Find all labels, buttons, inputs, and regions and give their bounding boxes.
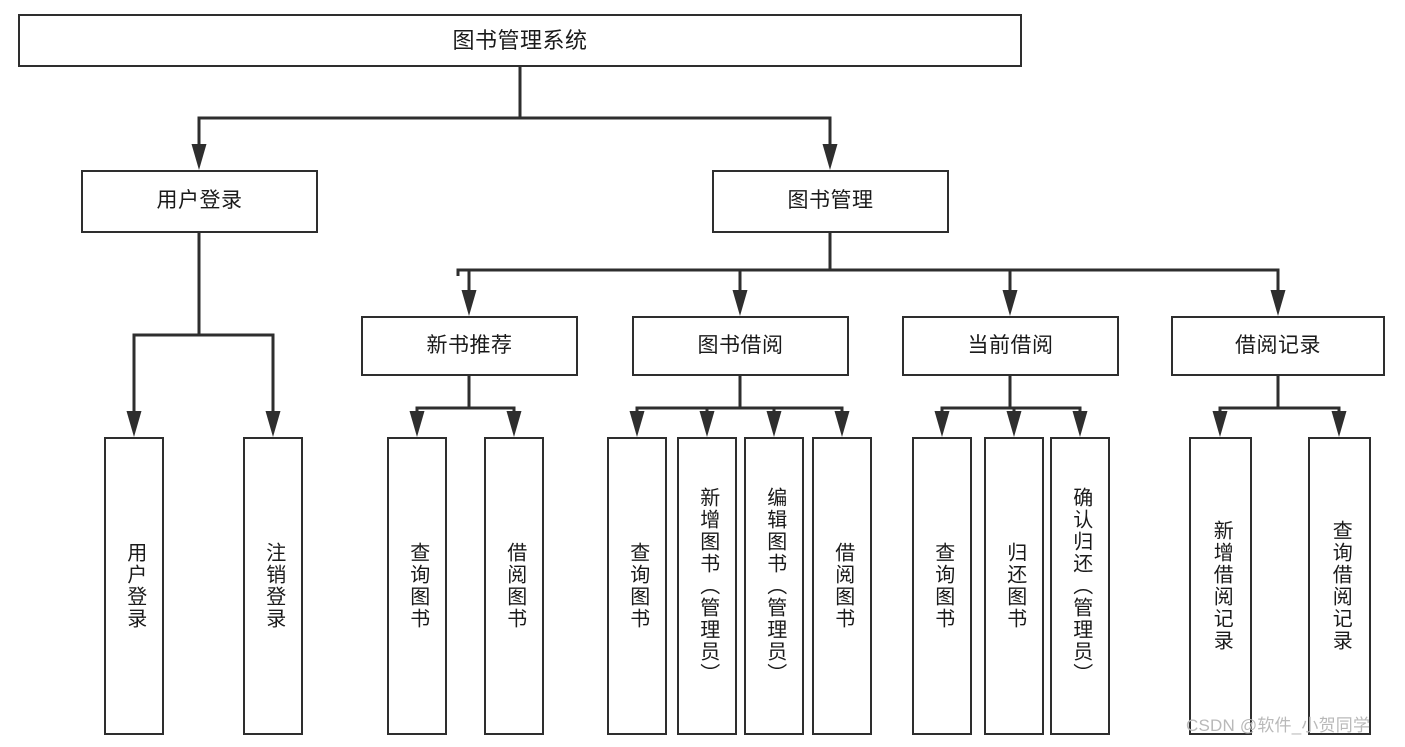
- node-borrow-record: 借阅记录: [1171, 316, 1385, 376]
- node-label-leaf-book-add: 新增图书（管理员）: [696, 487, 719, 685]
- node-label-leaf-rec-add: 新增借阅记录: [1210, 520, 1233, 652]
- arrow-head-arrow-leaf-rec-borrow: [506, 411, 522, 437]
- arrow-head-arrow-leaf-bq: [629, 411, 645, 437]
- arrow-head-arrow-leaf-radd: [1212, 411, 1228, 437]
- arrow-head-arrow-new-book-rec: [461, 290, 477, 316]
- arrow-head-arrow-book-borrow: [732, 290, 748, 316]
- arrow-head-arrow-user-login: [191, 144, 207, 170]
- node-label-current-borrow: 当前借阅: [967, 333, 1054, 357]
- node-leaf-borrow-query: 查询图书: [607, 437, 667, 735]
- arrow-head-arrow-leaf-badd: [699, 411, 715, 437]
- node-label-leaf-user-login: 用户登录: [123, 542, 146, 630]
- node-label-book-manage: 图书管理: [787, 189, 874, 213]
- node-label-leaf-cur-query: 查询图书: [931, 542, 954, 630]
- node-label-leaf-rec-query: 查询图书: [406, 542, 429, 630]
- arrow-head-arrow-book-manage: [822, 144, 838, 170]
- node-label-leaf-rec-search: 查询借阅记录: [1329, 520, 1352, 652]
- node-label-user-login: 用户登录: [156, 189, 243, 213]
- node-book-borrow: 图书借阅: [632, 316, 849, 376]
- node-leaf-rec-borrow: 借阅图书: [484, 437, 544, 735]
- node-book-manage: 图书管理: [712, 170, 949, 233]
- node-root: 图书管理系统: [18, 14, 1022, 67]
- node-leaf-cur-query: 查询图书: [912, 437, 972, 735]
- node-label-leaf-rec-borrow: 借阅图书: [503, 542, 526, 630]
- node-label-leaf-cur-return: 归还图书: [1003, 542, 1026, 630]
- node-leaf-user-logout: 注销登录: [243, 437, 303, 735]
- arrow-head-arrow-leaf-rec-query: [409, 411, 425, 437]
- arrow-head-arrow-leaf-user-logout: [265, 411, 281, 437]
- arrow-head-arrow-borrow-record: [1270, 290, 1286, 316]
- node-leaf-user-login: 用户登录: [104, 437, 164, 735]
- node-label-leaf-cur-confirm: 确认归还（管理员）: [1069, 487, 1092, 685]
- node-leaf-book-borrow: 借阅图书: [812, 437, 872, 735]
- arrow-head-arrow-leaf-bedit: [766, 411, 782, 437]
- arrow-head-arrow-leaf-cq: [934, 411, 950, 437]
- node-label-leaf-user-logout: 注销登录: [262, 542, 285, 630]
- node-label-root: 图书管理系统: [452, 27, 588, 53]
- node-new-book-rec: 新书推荐: [361, 316, 578, 376]
- node-leaf-rec-add: 新增借阅记录: [1189, 437, 1252, 735]
- node-leaf-cur-return: 归还图书: [984, 437, 1044, 735]
- node-leaf-rec-search: 查询借阅记录: [1308, 437, 1371, 735]
- arrow-head-arrow-leaf-cconf: [1072, 411, 1088, 437]
- node-label-leaf-book-edit: 编辑图书（管理员）: [763, 487, 786, 685]
- node-label-leaf-borrow-query: 查询图书: [626, 542, 649, 630]
- arrow-head-arrow-leaf-user-login: [126, 411, 142, 437]
- node-leaf-book-edit: 编辑图书（管理员）: [744, 437, 804, 735]
- node-label-leaf-book-borrow: 借阅图书: [831, 542, 854, 630]
- arrow-head-arrow-leaf-cret: [1006, 411, 1022, 437]
- node-leaf-cur-confirm: 确认归还（管理员）: [1050, 437, 1110, 735]
- node-label-book-borrow: 图书借阅: [697, 333, 784, 357]
- node-user-login: 用户登录: [81, 170, 318, 233]
- arrow-head-arrow-leaf-rsearch: [1331, 411, 1347, 437]
- node-current-borrow: 当前借阅: [902, 316, 1119, 376]
- arrow-head-arrow-leaf-bborrow: [834, 411, 850, 437]
- node-label-borrow-record: 借阅记录: [1235, 333, 1321, 357]
- node-leaf-rec-query: 查询图书: [387, 437, 447, 735]
- node-leaf-book-add: 新增图书（管理员）: [677, 437, 737, 735]
- node-label-new-book-rec: 新书推荐: [426, 333, 513, 357]
- arrow-head-arrow-current-borrow: [1002, 290, 1018, 316]
